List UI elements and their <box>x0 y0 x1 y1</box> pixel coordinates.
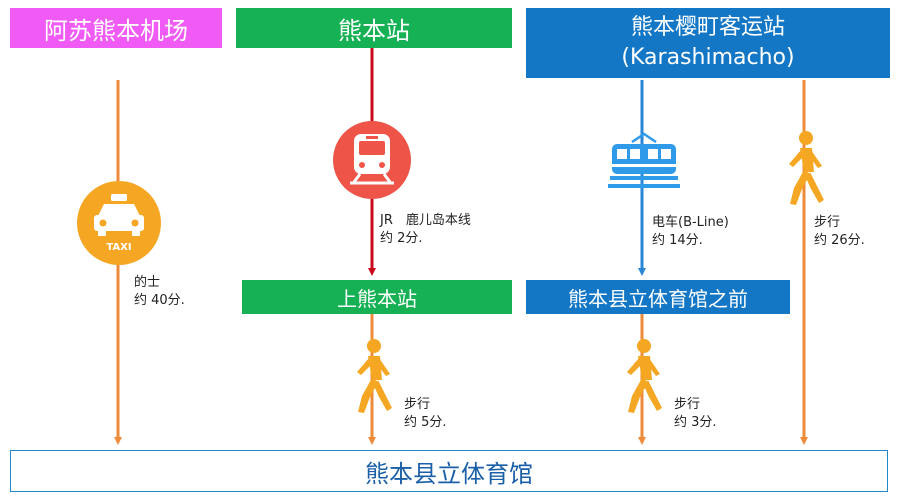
tram-line-name: 电车(B-Line) <box>652 215 729 230</box>
walk-direct-duration: 约 26分. <box>814 233 865 248</box>
tram-duration: 约 14分. <box>652 233 703 248</box>
origin-kumamoto-station: 熊本站 <box>236 8 512 48</box>
walking-person-icon <box>627 339 662 413</box>
walk-direct-mode: 步行 <box>814 215 841 230</box>
walking-person-icon <box>357 339 392 413</box>
destination-box: 熊本县立体育馆 <box>10 450 888 492</box>
walk-pref-duration: 约 3分. <box>674 415 717 430</box>
origin-airport: 阿苏熊本机场 <box>10 8 222 48</box>
karashimacho-name: 熊本樱町客运站 <box>630 15 785 40</box>
karashimacho-romaji: (Karashimacho) <box>621 45 795 70</box>
walk-kami-mode: 步行 <box>404 397 431 412</box>
origin-karashimacho: 熊本樱町客运站 (Karashimacho) <box>526 8 890 78</box>
tram-route-label: 电车(B-Line) 约 14分. <box>652 214 729 250</box>
walk-pref-mode: 步行 <box>674 397 701 412</box>
transfer-prefectural-gym-mae: 熊本县立体育馆之前 <box>526 280 790 314</box>
transfer-kami-kumamoto: 上熊本站 <box>242 280 512 314</box>
jr-duration: 约 2分. <box>380 231 423 246</box>
jr-route-label: JR 鹿儿岛本线 约 2分. <box>380 212 471 248</box>
walk-kami-route-label: 步行 约 5分. <box>404 396 447 432</box>
taxi-duration: 约 40分. <box>134 293 185 308</box>
taxi-icon: TAXI <box>77 181 161 265</box>
walking-person-icon <box>789 131 824 205</box>
walk-direct-route-label: 步行 约 26分. <box>814 214 865 250</box>
taxi-icon-label: TAXI <box>106 242 131 253</box>
train-icon <box>333 121 411 199</box>
taxi-mode: 的士 <box>134 275 161 290</box>
tram-icon <box>608 132 680 188</box>
taxi-route-label: 的士 约 40分. <box>134 274 185 310</box>
jr-line-name: JR 鹿儿岛本线 <box>380 213 471 228</box>
walk-pref-route-label: 步行 约 3分. <box>674 396 717 432</box>
walk-kami-duration: 约 5分. <box>404 415 447 430</box>
